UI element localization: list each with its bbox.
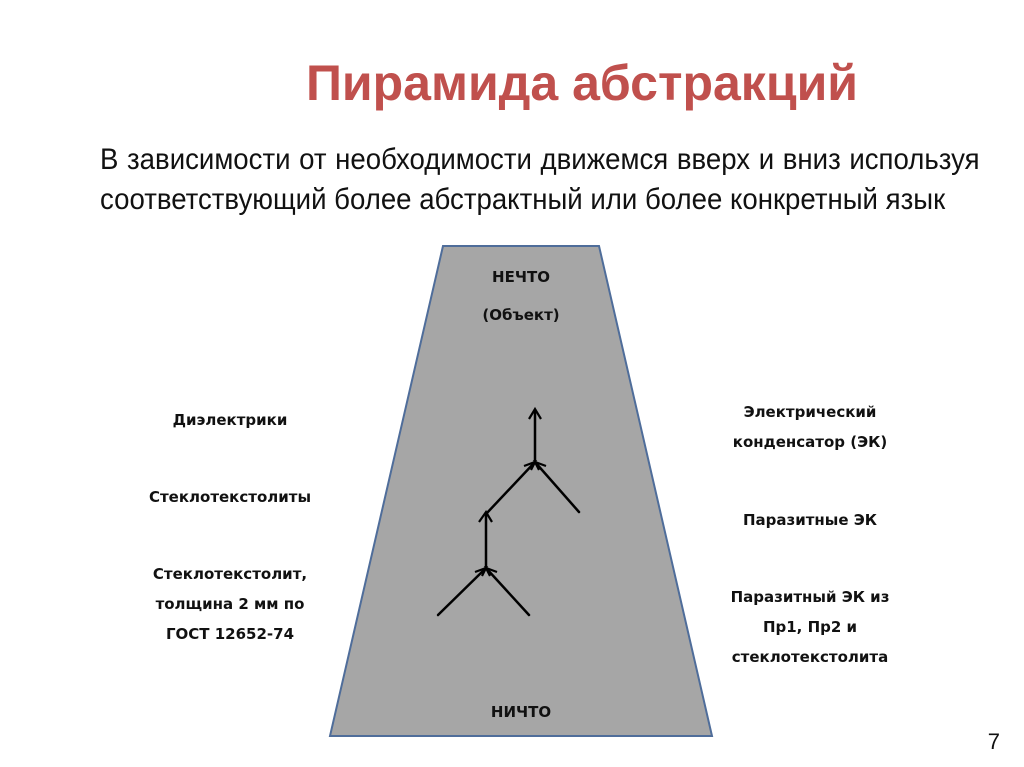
left-label-fiberglass-laminates: Стеклотекстолиты [148, 488, 312, 506]
slide-subtitle: В зависимости от необходимости движемся … [100, 143, 980, 216]
left-label-dielectrics: Диэлектрики [172, 411, 288, 429]
right-label-specific-parasitic: Паразитный ЭК из Пр1, Пр2 и стеклотексто… [730, 588, 890, 666]
pyramid-shape [328, 245, 714, 737]
right-label-capacitor: Электрический конденсатор (ЭК) [732, 403, 888, 451]
abstraction-tree-arrows [436, 408, 581, 617]
left-label-specific-fiberglass: Стеклотекстолит, толщина 2 мм по ГОСТ 12… [152, 565, 308, 643]
pyramid-top-label: НЕЧТО [492, 268, 550, 286]
page-number: 7 [987, 729, 1000, 754]
arrowheads [474, 406, 547, 577]
slide-title: Пирамида абстракций [305, 55, 859, 111]
pyramid-bottom-label: НИЧТО [490, 703, 552, 721]
pyramid-top-sublabel: (Объект) [482, 306, 560, 324]
right-label-parasitic-capacitors: Паразитные ЭК [742, 511, 878, 529]
